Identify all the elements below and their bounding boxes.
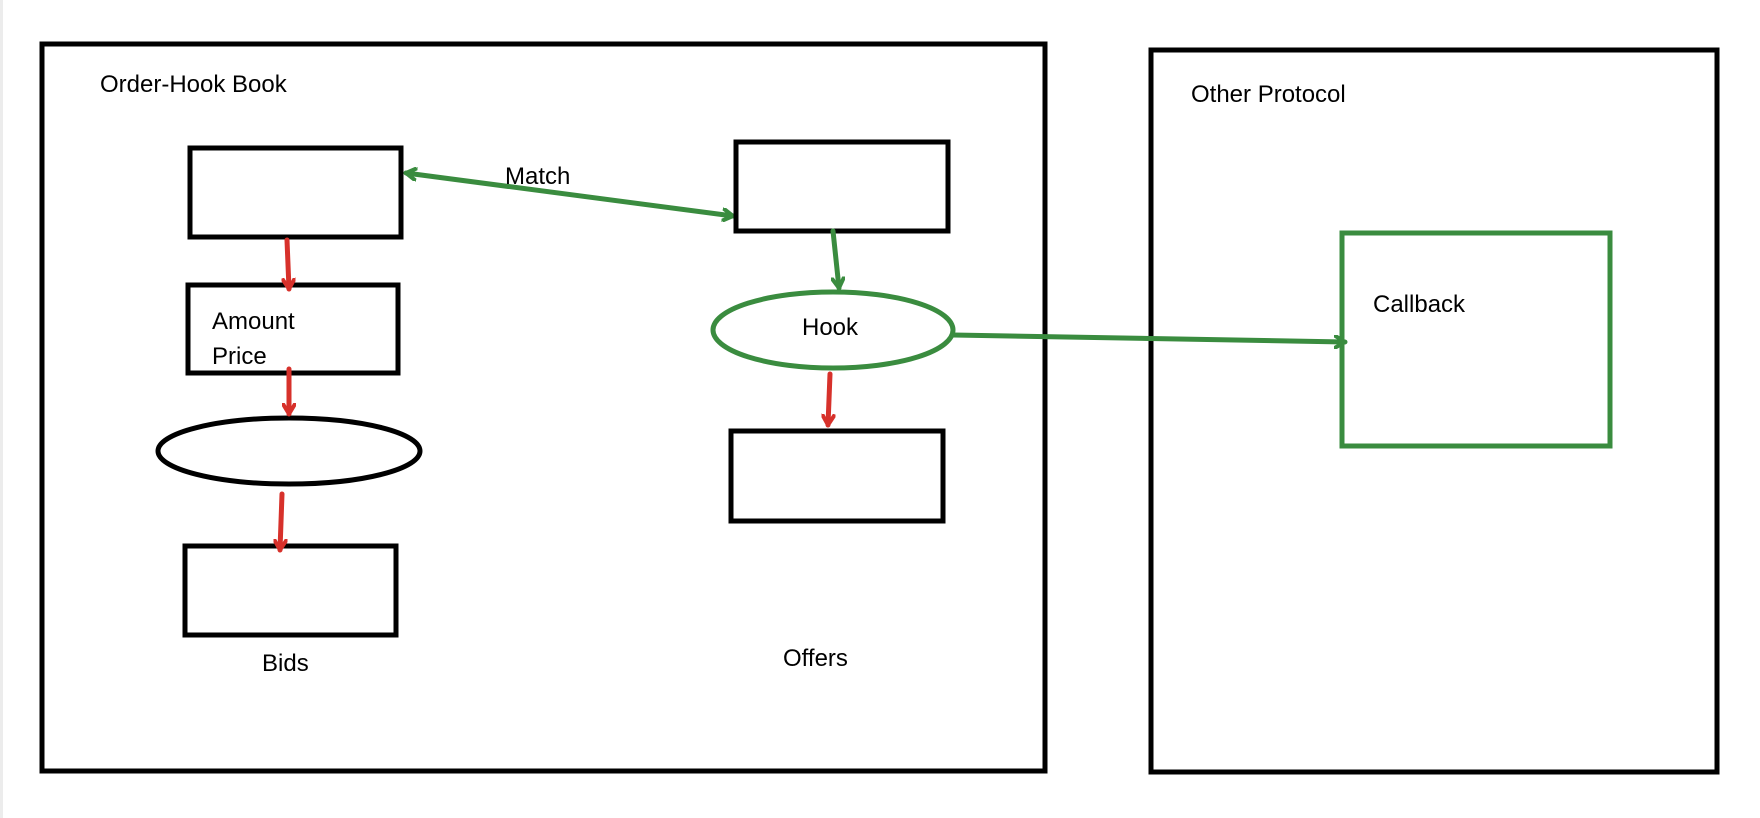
bid-arrow-3	[280, 491, 282, 553]
page-left-border	[0, 0, 3, 818]
bid-head-box	[187, 145, 404, 240]
price-label: Price	[212, 343, 267, 370]
amount-label: Amount	[212, 308, 295, 335]
offer-to-hook-arrow	[830, 228, 839, 291]
bid-ellipse	[155, 415, 423, 487]
callback-box	[1339, 230, 1613, 449]
hook-to-callback-arrow	[950, 332, 1348, 342]
bids-label: Bids	[262, 650, 309, 677]
order-hook-book-container	[39, 41, 1048, 774]
match-arrow	[403, 173, 736, 216]
offer-tail-box	[728, 428, 946, 524]
callback-label: Callback	[1373, 291, 1466, 318]
offers-label: Offers	[783, 645, 848, 672]
bid-arrow-1	[287, 237, 289, 292]
bid-tail-box	[182, 543, 399, 638]
order-hook-book-title: Order-Hook Book	[100, 71, 288, 98]
hook-to-offer-arrow	[828, 371, 830, 428]
other-protocol-title: Other Protocol	[1191, 81, 1346, 108]
offer-head-box	[733, 139, 951, 234]
other-protocol-container	[1148, 47, 1720, 775]
match-label: Match	[505, 163, 570, 190]
hook-ellipse	[710, 289, 956, 371]
hook-label: Hook	[802, 314, 859, 341]
